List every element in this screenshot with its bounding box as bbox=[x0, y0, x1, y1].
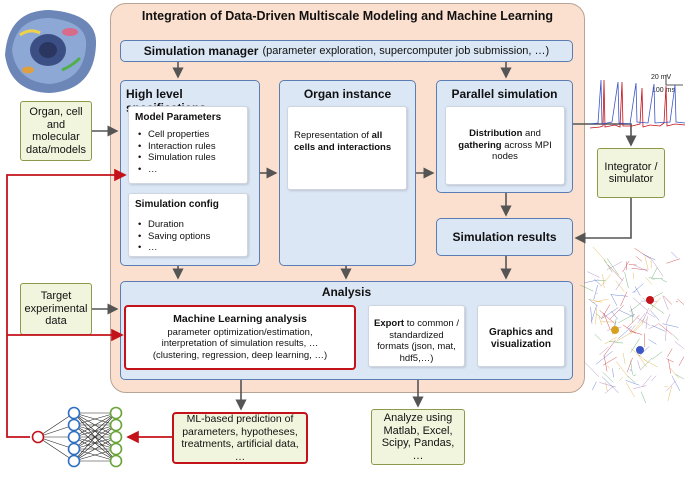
voltage-trace-icon: 20 mV 100 ms bbox=[589, 74, 685, 129]
organ-instance-text-bold: all cells and interactions bbox=[294, 130, 392, 153]
gathering-text: gathering bbox=[458, 139, 502, 151]
nn-node bbox=[109, 454, 123, 468]
ml-analysis-line: interpretation of simulation results, … bbox=[161, 338, 319, 349]
nn-node bbox=[109, 418, 123, 432]
trace-scale-ms: 100 ms bbox=[652, 87, 675, 94]
analyze-using-box: Analyze using Matlab, Excel, Scipy, Pand… bbox=[371, 409, 465, 465]
simulation-manager-detail: (parameter exploration, supercomputer jo… bbox=[262, 45, 550, 57]
nn-node bbox=[67, 406, 81, 420]
list-item: … bbox=[138, 242, 241, 254]
model-parameters-title: Model Parameters bbox=[135, 112, 222, 123]
neural-network-icon bbox=[31, 406, 123, 468]
export-bold: Export bbox=[373, 318, 405, 329]
export-card: Export to common / standardized formats … bbox=[368, 305, 465, 367]
cell-illustration-icon bbox=[5, 10, 97, 93]
ml-analysis-line: (clustering, regression, deep learning, … bbox=[152, 349, 328, 361]
organ-instance-title: Organ instance bbox=[303, 87, 392, 101]
model-parameters-card: Model Parameters Cell properties Interac… bbox=[128, 106, 248, 184]
mpi-nodes-text: across MPI nodes bbox=[492, 139, 552, 163]
export-text: to common / standardized formats (json, … bbox=[377, 318, 459, 364]
simulation-results-box: Simulation results bbox=[436, 218, 573, 256]
simulation-config-card: Simulation config Duration Saving option… bbox=[128, 193, 248, 257]
nn-node bbox=[109, 442, 123, 456]
integrator-box: Integrator / simulator bbox=[597, 148, 665, 198]
simulation-config-title: Simulation config bbox=[135, 199, 219, 210]
ml-analysis-line: parameter optimization/estimation, bbox=[167, 326, 313, 338]
list-item: Simulation rules bbox=[138, 152, 241, 164]
analysis-title: Analysis bbox=[321, 285, 372, 299]
list-item: Interaction rules bbox=[138, 141, 241, 153]
nn-node bbox=[67, 418, 81, 432]
simulation-manager-box: Simulation manager (parameter exploratio… bbox=[120, 40, 573, 62]
and-text: and bbox=[522, 128, 541, 139]
parallel-simulation-title: Parallel simulation bbox=[451, 87, 558, 101]
distribution-text: Distribution bbox=[469, 128, 523, 139]
arrow-feedback-to-specs bbox=[6, 168, 127, 438]
list-item: Duration bbox=[138, 219, 241, 231]
arrow-parallel-to-integrator bbox=[573, 123, 637, 147]
nn-output-node bbox=[31, 430, 45, 444]
target-data-box: Target experimental data bbox=[20, 283, 92, 335]
parallel-simulation-card: Distribution and gathering across MPI no… bbox=[445, 106, 565, 185]
feedback-loop bbox=[6, 168, 172, 444]
list-item: Saving options bbox=[138, 231, 241, 243]
flow-arrows bbox=[92, 62, 637, 411]
nn-node bbox=[109, 406, 123, 420]
model-parameters-list: Cell properties Interaction rules Simula… bbox=[135, 129, 241, 175]
trace-scale-mv: 20 mV bbox=[651, 74, 672, 81]
graphics-title: Graphics and visualization bbox=[489, 327, 553, 350]
list-item: … bbox=[138, 164, 241, 176]
network-visualization-icon bbox=[580, 246, 685, 403]
ml-prediction-box: ML-based prediction of parameters, hypot… bbox=[172, 412, 308, 464]
organ-instance-card: Representation of all cells and interact… bbox=[287, 106, 407, 190]
list-item: Cell properties bbox=[138, 129, 241, 141]
simulation-config-list: Duration Saving options … bbox=[135, 219, 241, 254]
organ-instance-text: Representation of bbox=[294, 130, 372, 141]
organ-data-box: Organ, cell and molecular data/models bbox=[20, 101, 92, 161]
nn-node bbox=[67, 454, 81, 468]
nn-node bbox=[67, 442, 81, 456]
nn-node bbox=[109, 430, 123, 444]
graphics-card: Graphics and visualization bbox=[477, 305, 565, 367]
ml-analysis-card: Machine Learning analysis parameter opti… bbox=[124, 305, 356, 370]
diagram-title: Integration of Data-Driven Multiscale Mo… bbox=[141, 9, 554, 23]
ml-prediction-text: ML-based prediction of parameters, hypot… bbox=[181, 413, 299, 463]
arrow-integrator-to-results bbox=[574, 198, 632, 244]
simulation-manager-label: Simulation manager bbox=[143, 44, 259, 58]
ml-analysis-title: Machine Learning analysis bbox=[173, 313, 307, 325]
nn-node bbox=[67, 430, 81, 444]
